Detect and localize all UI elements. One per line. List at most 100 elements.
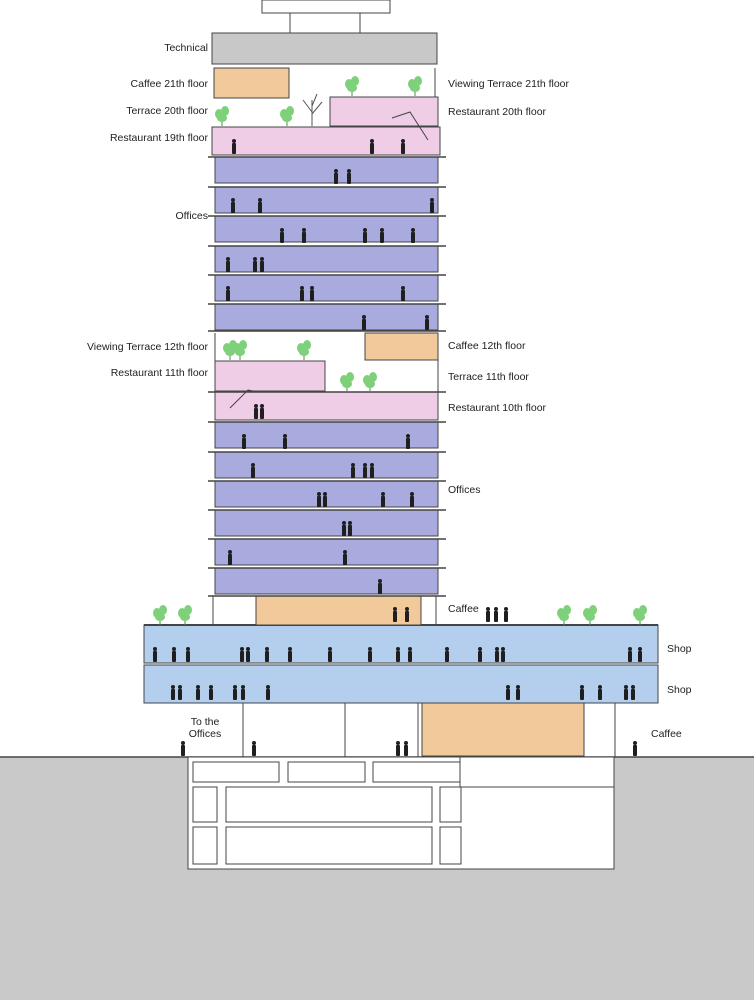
office-floor-upper-3 xyxy=(214,215,439,243)
person-0 xyxy=(232,139,236,154)
person-head xyxy=(171,685,175,689)
label-restaurant-19: Restaurant 19th floor xyxy=(109,132,208,144)
person-body xyxy=(494,611,498,622)
plant-leaf xyxy=(180,613,190,621)
person-42 xyxy=(486,607,490,622)
label-caffee-podium: Caffee xyxy=(448,603,479,615)
person-body xyxy=(501,651,505,662)
person-head xyxy=(342,521,346,525)
person-head xyxy=(334,169,338,173)
label-caffee-ground: Caffee xyxy=(651,728,682,740)
person-27 xyxy=(251,463,255,478)
person-46 xyxy=(172,647,176,662)
person-head xyxy=(258,198,262,202)
plant-leaf xyxy=(225,348,235,356)
person-body xyxy=(396,745,400,756)
stair-20 xyxy=(391,111,429,141)
person-body xyxy=(370,467,374,478)
person-head xyxy=(396,741,400,745)
person-body xyxy=(404,745,408,756)
label-restaurant-10: Restaurant 10th floor xyxy=(448,402,547,414)
person-head xyxy=(478,647,482,651)
person-1 xyxy=(370,139,374,154)
person-body xyxy=(283,438,287,449)
person-17 xyxy=(300,286,304,301)
person-head xyxy=(242,434,246,438)
plant-leaf xyxy=(342,380,352,388)
plant-leaf xyxy=(159,605,167,615)
person-body xyxy=(396,651,400,662)
label-restaurant-20: Restaurant 20th floor xyxy=(448,106,547,118)
person-body xyxy=(631,689,635,700)
person-71 xyxy=(580,685,584,700)
person-body xyxy=(252,745,256,756)
basement-room xyxy=(192,761,280,783)
plant-leaf xyxy=(235,348,245,356)
person-body xyxy=(425,319,429,330)
person-body xyxy=(368,651,372,662)
technical-floor xyxy=(211,32,438,65)
label-terrace-20: Terrace 20th floor xyxy=(126,105,208,117)
person-41 xyxy=(405,607,409,622)
person-19 xyxy=(401,286,405,301)
person-body xyxy=(598,689,602,700)
person-body xyxy=(242,438,246,449)
person-head xyxy=(430,198,434,202)
person-70 xyxy=(516,685,520,700)
person-head xyxy=(368,647,372,651)
office-floor-lower-0 xyxy=(214,567,439,595)
plant-2 xyxy=(345,76,359,96)
person-head xyxy=(196,685,200,689)
basement-room xyxy=(192,826,218,865)
person-head xyxy=(343,550,347,554)
person-body xyxy=(445,651,449,662)
person-body xyxy=(226,261,230,272)
person-head xyxy=(401,139,405,143)
person-head xyxy=(266,685,270,689)
person-head xyxy=(411,228,415,232)
person-head xyxy=(172,647,176,651)
person-body xyxy=(638,651,642,662)
person-body xyxy=(406,438,410,449)
person-head xyxy=(226,257,230,261)
person-body xyxy=(241,689,245,700)
person-head xyxy=(317,492,321,496)
person-body xyxy=(342,525,346,536)
person-23 xyxy=(260,404,264,419)
person-67 xyxy=(241,685,245,700)
plant-leaf xyxy=(239,340,247,350)
person-head xyxy=(283,434,287,438)
office-floor-upper-5 xyxy=(214,156,439,184)
person-37 xyxy=(228,550,232,565)
office-floor-upper-2 xyxy=(214,245,439,273)
person-body xyxy=(288,651,292,662)
person-body xyxy=(300,290,304,301)
person-36 xyxy=(348,521,352,536)
person-38 xyxy=(343,550,347,565)
person-4 xyxy=(347,169,351,184)
person-head xyxy=(370,139,374,143)
person-body xyxy=(408,651,412,662)
person-body xyxy=(347,173,351,184)
person-head xyxy=(226,286,230,290)
person-32 xyxy=(323,492,327,507)
shop-floor-lower xyxy=(143,664,659,704)
person-body xyxy=(363,232,367,243)
person-body xyxy=(153,651,157,662)
plant-12 xyxy=(233,340,247,360)
plant-10 xyxy=(583,605,597,625)
plant-leaf xyxy=(365,380,375,388)
person-body xyxy=(254,408,258,419)
restaurant-19th-floor xyxy=(211,126,441,156)
person-head xyxy=(233,685,237,689)
person-head xyxy=(405,607,409,611)
office-floor-upper-4 xyxy=(214,186,439,214)
person-body xyxy=(405,611,409,622)
person-body xyxy=(226,290,230,301)
plant-11 xyxy=(633,605,647,625)
person-74 xyxy=(631,685,635,700)
person-head xyxy=(300,286,304,290)
person-33 xyxy=(381,492,385,507)
person-body xyxy=(246,651,250,662)
